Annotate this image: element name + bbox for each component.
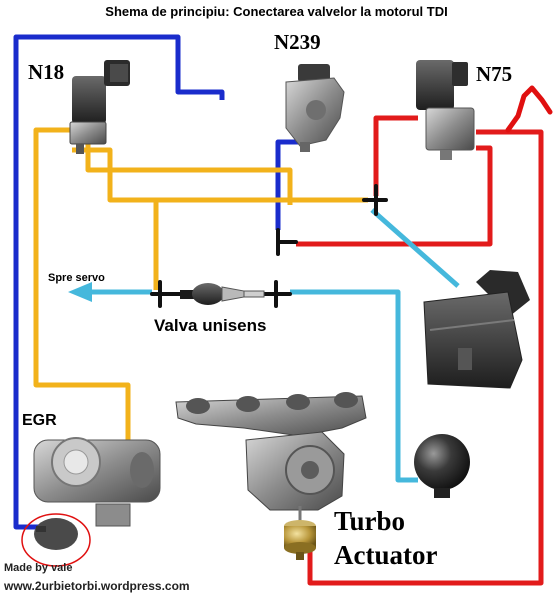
label-n239: N239	[274, 30, 321, 54]
egr-dome-inner	[63, 449, 89, 475]
vacuum-stand	[434, 488, 450, 498]
t-connector-unisens-right	[260, 280, 292, 308]
turbo-hub	[301, 461, 319, 479]
actuator-can	[284, 526, 316, 548]
egr-outlet	[130, 452, 154, 488]
spre-servo-arrow	[68, 282, 92, 302]
n18-base	[69, 121, 107, 145]
yellow-hose-egr	[33, 127, 131, 445]
blue-hose-n18-top	[175, 89, 225, 100]
vacuum-reservoir	[414, 434, 470, 498]
actuator-nipple	[296, 552, 304, 560]
label-n18: N18	[28, 60, 65, 84]
label-turbo: Turbo	[334, 506, 406, 536]
n75-highlight-arrow	[505, 85, 553, 133]
egr-highlight-circle	[21, 513, 91, 567]
valva-unisens-valve	[180, 283, 265, 305]
unisens-cone	[221, 286, 245, 302]
yellow-hose-n18-main	[72, 147, 368, 203]
egr-vacuum-pod	[34, 518, 78, 550]
t-connectors	[150, 184, 388, 308]
label-egr: EGR	[22, 412, 57, 429]
cyan-hose-lines	[92, 208, 460, 483]
cyan-hose-to-airbox	[370, 208, 460, 288]
vacuum-sphere	[414, 434, 470, 490]
label-actuator: Actuator	[334, 540, 438, 570]
n18-port	[76, 144, 84, 154]
red-hose-to-actuator	[307, 129, 544, 586]
unisens-stem-left	[180, 290, 194, 299]
n75-body	[416, 60, 454, 110]
credit-made-by: Made by vale	[4, 562, 73, 574]
n75-connector	[452, 62, 468, 86]
egr-valve	[33, 437, 161, 550]
turbocharger	[175, 392, 367, 522]
blue-hose-n18-to-egr	[13, 34, 181, 530]
label-valva-unisens: Valva unisens	[154, 316, 267, 335]
n75-base	[425, 107, 475, 151]
cyan-hose-to-vacuum	[290, 289, 418, 483]
red-hose-n75-left	[373, 115, 418, 196]
turbo-actuator	[284, 520, 316, 560]
actuator-bottom	[284, 542, 316, 554]
airbox-body	[423, 291, 523, 389]
n18-connector-face	[110, 64, 128, 82]
egr-bracket	[95, 503, 131, 527]
n239-mount	[306, 100, 326, 120]
airbox-clip	[458, 348, 472, 370]
n75-port	[440, 150, 452, 160]
n18-body	[72, 76, 106, 124]
egr-pod-stem	[36, 526, 46, 532]
credit-url: www.2urbietorbi.wordpress.com	[4, 579, 190, 593]
n239-valve	[285, 64, 345, 152]
unisens-body	[192, 283, 224, 305]
t-connector-unisens-left	[150, 280, 182, 308]
red-hose-lines	[296, 115, 544, 586]
n18-valve	[69, 60, 130, 154]
n239-connector	[298, 64, 330, 82]
diagram-title: Shema de principiu: Conectarea valvelor …	[105, 4, 448, 19]
red-hose-n75-return	[296, 145, 493, 247]
t-connector-n239	[276, 228, 298, 256]
n239-port	[300, 142, 310, 152]
air-filter-box	[423, 270, 530, 389]
label-spre-servo: Spre servo	[48, 272, 105, 284]
airbox-lid-line	[429, 319, 515, 331]
n75-valve	[416, 60, 475, 160]
label-n75: N75	[476, 62, 513, 86]
manifold-ports	[186, 392, 358, 414]
unisens-tip	[243, 290, 265, 298]
t-connector-n75	[362, 184, 388, 216]
